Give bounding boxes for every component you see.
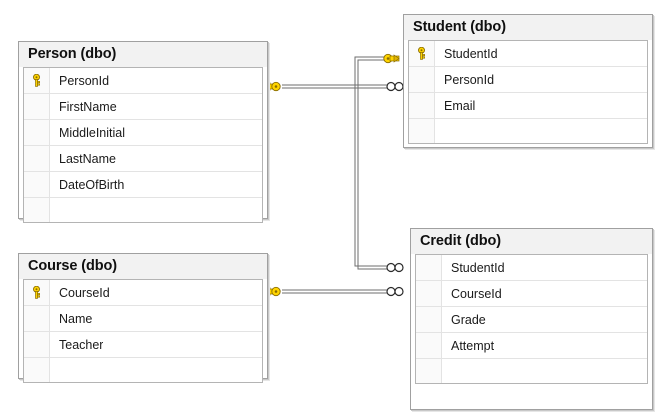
column-row[interactable]: Name [24, 306, 262, 332]
column-name: Email [444, 98, 476, 113]
column-name: PersonId [59, 73, 110, 88]
column-gutter [416, 281, 442, 306]
column-gutter [416, 359, 442, 383]
primary-key-icon [33, 74, 41, 87]
entity-title-student: Student (dbo) [404, 15, 652, 40]
column-gutter [24, 358, 50, 382]
column-row[interactable]: CourseId [416, 281, 647, 307]
column-row[interactable]: LastName [24, 146, 262, 172]
column-gutter [409, 119, 435, 143]
column-key-gutter [24, 280, 50, 305]
relationship-end-many-credit-studentid [386, 262, 404, 273]
column-gutter [24, 172, 50, 197]
column-gutter [416, 333, 442, 358]
column-name: StudentId [444, 46, 498, 61]
relationship-end-many-credit-courseid [386, 286, 404, 297]
connector-student-credit[interactable] [354, 56, 398, 270]
column-row[interactable]: PersonId [24, 68, 262, 94]
column-gutter [24, 146, 50, 171]
column-gutter [416, 255, 442, 280]
column-row[interactable]: PersonId [409, 67, 647, 93]
column-row-empty[interactable] [24, 358, 262, 382]
column-name: Attempt [451, 338, 495, 353]
column-gutter [24, 120, 50, 145]
column-row[interactable]: Email [409, 93, 647, 119]
column-row-empty[interactable] [409, 119, 647, 143]
relationship-end-one-student [383, 53, 400, 64]
column-gutter [24, 94, 50, 119]
column-row[interactable]: MiddleInitial [24, 120, 262, 146]
connector-person-student[interactable] [282, 84, 398, 89]
column-row-empty[interactable] [416, 359, 647, 383]
column-name: Name [59, 311, 93, 326]
entity-title-course: Course (dbo) [19, 254, 267, 279]
column-name: StudentId [451, 260, 505, 275]
column-name: Teacher [59, 337, 104, 352]
column-gutter [24, 198, 50, 222]
column-name: FirstName [59, 99, 117, 114]
column-gutter [416, 307, 442, 332]
column-name: MiddleInitial [59, 125, 126, 140]
column-key-gutter [24, 68, 50, 93]
entity-title-person: Person (dbo) [19, 42, 267, 67]
column-gutter [409, 67, 435, 92]
column-row[interactable]: FirstName [24, 94, 262, 120]
primary-key-icon [33, 286, 41, 299]
relationship-end-many-student [386, 81, 404, 92]
entity-title-credit: Credit (dbo) [411, 229, 652, 254]
column-name: DateOfBirth [59, 177, 125, 192]
column-row-empty[interactable] [24, 198, 262, 222]
column-name: PersonId [444, 72, 495, 87]
column-name: Grade [451, 312, 486, 327]
column-name: CourseId [451, 286, 502, 301]
column-row[interactable]: StudentId [416, 255, 647, 281]
column-row[interactable]: DateOfBirth [24, 172, 262, 198]
connector-course-credit[interactable] [282, 289, 398, 294]
column-gutter [24, 306, 50, 331]
column-name: LastName [59, 151, 116, 166]
column-gutter [24, 332, 50, 357]
column-row[interactable]: Attempt [416, 333, 647, 359]
column-gutter [409, 93, 435, 118]
column-row[interactable]: StudentId [409, 41, 647, 67]
primary-key-icon [418, 47, 426, 60]
column-name: CourseId [59, 285, 110, 300]
column-row[interactable]: Grade [416, 307, 647, 333]
column-key-gutter [409, 41, 435, 66]
column-row[interactable]: Teacher [24, 332, 262, 358]
column-row[interactable]: CourseId [24, 280, 262, 306]
